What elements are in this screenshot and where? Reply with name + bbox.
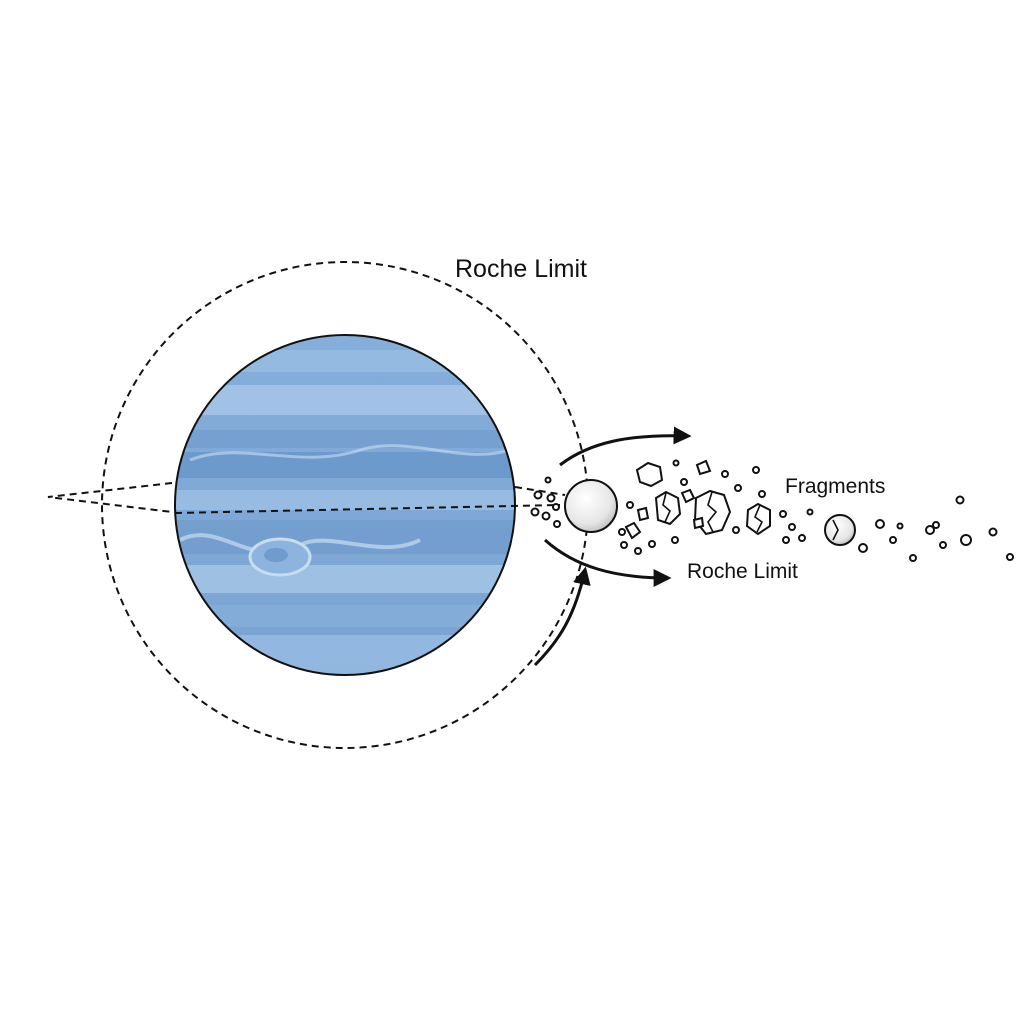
arrow-inbound bbox=[533, 566, 591, 667]
moon-icon bbox=[564, 479, 618, 533]
orbit-path-front bbox=[174, 504, 561, 514]
arrow-lower bbox=[543, 538, 672, 587]
inner-particles bbox=[530, 476, 561, 528]
fragments-group bbox=[618, 459, 1014, 562]
orbit-path-left bbox=[47, 482, 173, 513]
planet-icon bbox=[174, 334, 516, 676]
roche-limit-label-bottom: Roche Limit bbox=[687, 560, 798, 583]
roche-limit-label-top: Roche Limit bbox=[455, 255, 587, 283]
arrow-upper bbox=[559, 426, 692, 467]
fragments-label: Fragments bbox=[785, 475, 885, 498]
